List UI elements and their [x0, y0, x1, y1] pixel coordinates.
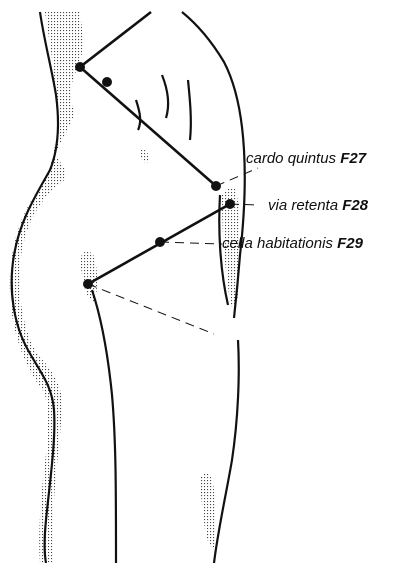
leader-f29	[160, 242, 222, 244]
acupoint-upper-left	[75, 62, 85, 72]
leader-extra	[88, 284, 214, 334]
label-f29: cella habitationis F29	[222, 235, 364, 252]
acupoint-lower-left	[83, 279, 93, 289]
line-upper-to-f27	[80, 12, 151, 67]
acupoint-f28	[225, 199, 235, 209]
label-f28: via retenta F28	[268, 197, 369, 214]
acupoints	[75, 62, 235, 289]
acupoint-f27	[211, 181, 221, 191]
line-left-to-f27	[80, 67, 216, 186]
acupoint-mid-upper	[102, 77, 112, 87]
stipple-shading	[10, 12, 240, 563]
label-f27: cardo quintus F27	[246, 150, 367, 167]
acupoint-f29	[155, 237, 165, 247]
leader-f27	[216, 168, 258, 186]
